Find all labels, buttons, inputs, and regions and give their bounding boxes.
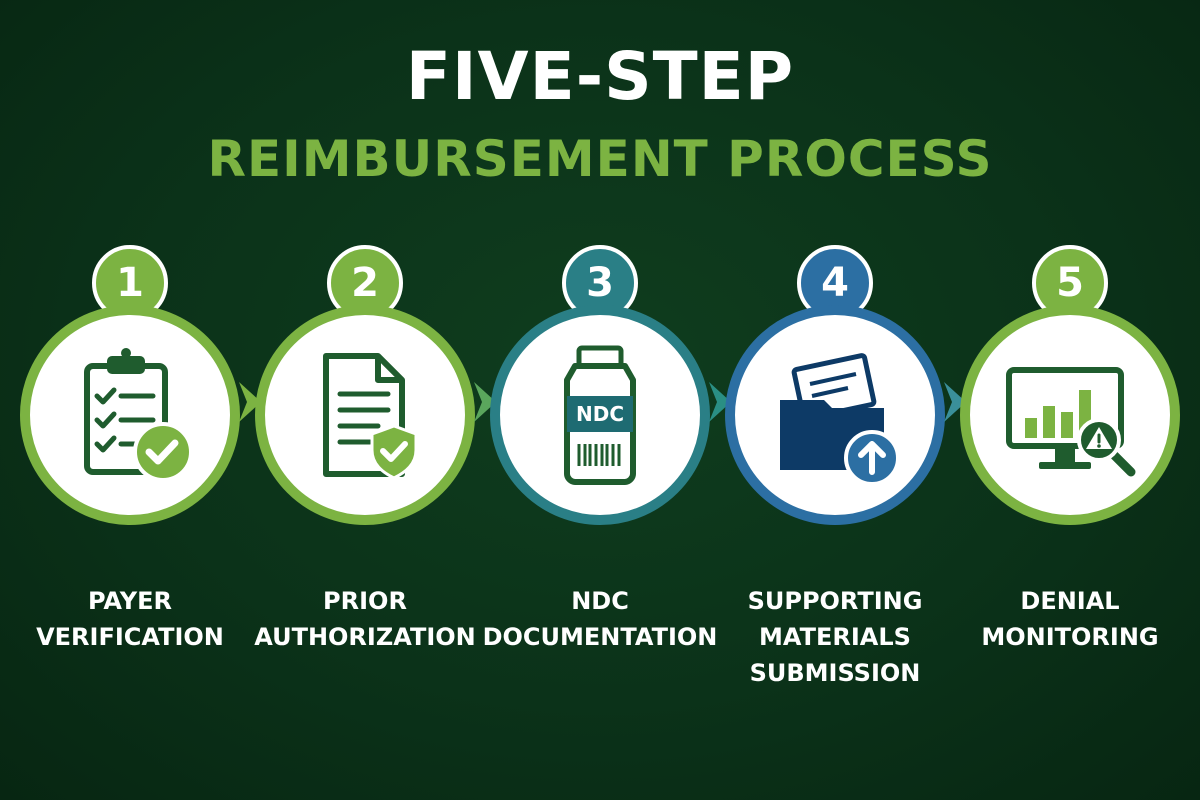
step-2-number: 2 <box>351 260 379 306</box>
bottle-label-text: NDC <box>576 402 624 426</box>
step-3: 3 NDC NDC DOCUMENTATION <box>483 245 717 705</box>
step-2-circle <box>255 305 475 525</box>
step-4-label-line-2: MATERIALS <box>759 623 911 651</box>
arrow-right-icon <box>474 382 496 422</box>
step-4-label: SUPPORTING MATERIALS SUBMISSION <box>710 583 960 691</box>
step-4: 4 SUPPORTING MATERIALS SUBMISSION <box>720 245 950 705</box>
step-5: 5 DENIAL MONITORING <box>955 245 1185 705</box>
step-3-circle: NDC <box>490 305 710 525</box>
step-4-label-line-3: SUBMISSION <box>749 659 921 687</box>
arrow-right-icon <box>944 382 966 422</box>
step-3-number: 3 <box>586 260 614 306</box>
step-4-number: 4 <box>821 260 849 306</box>
step-1-label-line-1: PAYER <box>88 587 172 615</box>
step-2-label-line-2: AUTHORIZATION <box>254 623 476 651</box>
step-5-circle <box>960 305 1180 525</box>
step-2: 2 PRIOR AUTHORIZATION <box>250 245 480 705</box>
step-1: 1 PAYER VERIFICATION <box>15 245 245 705</box>
arrow-right-icon <box>239 382 261 422</box>
folder-upload-icon <box>780 353 900 486</box>
step-3-label-line-2: DOCUMENTATION <box>482 623 718 651</box>
step-3-label: NDC DOCUMENTATION <box>475 583 725 655</box>
step-2-label-line-1: PRIOR <box>323 587 407 615</box>
step-2-label: PRIOR AUTHORIZATION <box>240 583 490 655</box>
step-1-label-line-2: VERIFICATION <box>36 623 224 651</box>
step-5-number: 5 <box>1056 260 1084 306</box>
step-1-circle <box>20 305 240 525</box>
step-1-number: 1 <box>116 260 144 306</box>
step-5-label-line-2: MONITORING <box>981 623 1159 651</box>
clipboard-check-icon <box>84 348 193 482</box>
step-5-label: DENIAL MONITORING <box>945 583 1195 655</box>
step-3-label-line-1: NDC <box>571 587 629 615</box>
medicine-bottle-icon: NDC <box>564 345 636 485</box>
step-4-label-line-1: SUPPORTING <box>747 587 923 615</box>
step-1-label: PAYER VERIFICATION <box>5 583 255 655</box>
page-subtitle: REIMBURSEMENT PROCESS <box>207 130 993 188</box>
document-shield-icon <box>323 353 418 480</box>
monitor-alert-icon <box>1006 367 1136 477</box>
arrow-right-icon <box>709 382 731 422</box>
step-4-circle <box>725 305 945 525</box>
page-title: FIVE-STEP <box>405 38 795 115</box>
step-5-label-line-1: DENIAL <box>1020 587 1120 615</box>
